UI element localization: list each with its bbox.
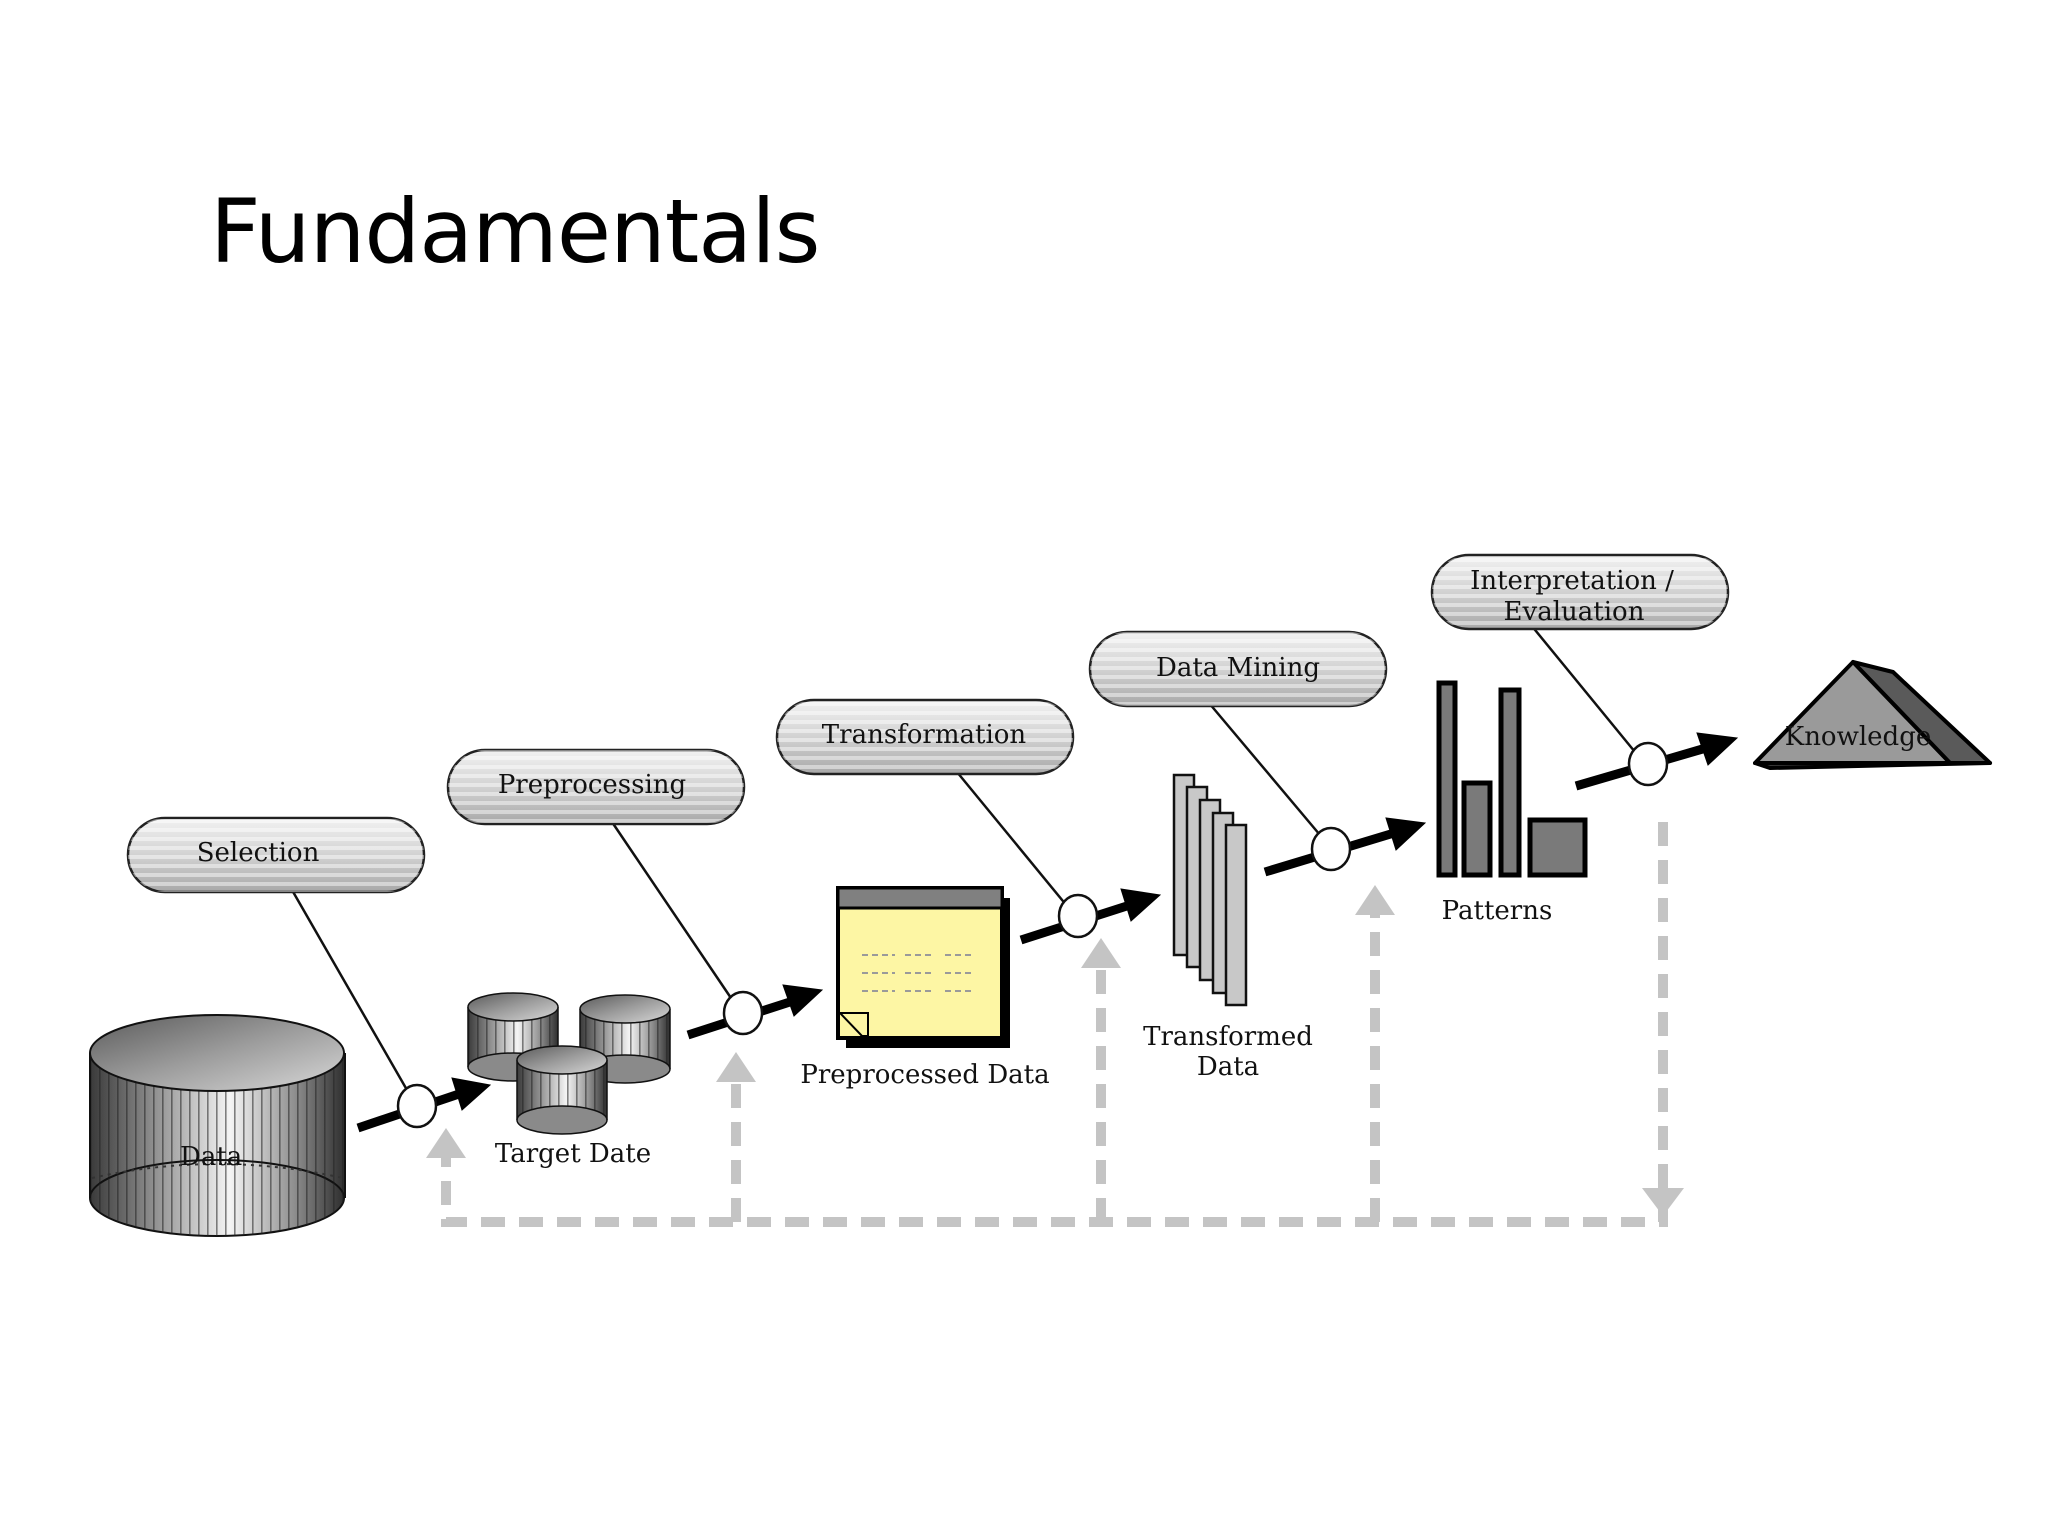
circle-interpretation — [1627, 741, 1669, 787]
flow-arrowhead-interpretation — [1696, 732, 1739, 766]
feedback-arrowhead-down — [1642, 1188, 1684, 1216]
target-data-cylinders — [467, 992, 671, 1135]
step-pill-data-mining: Data Mining — [1088, 630, 1388, 708]
preprocessed-data-note — [836, 886, 1010, 1048]
transformed-data-stack — [1172, 773, 1248, 1007]
patterns-label: Patterns — [1442, 896, 1553, 926]
feedback-arrowheads — [426, 885, 1684, 1216]
step-label-selection: Selection — [197, 838, 320, 868]
patterns-bars — [1436, 680, 1588, 878]
step-label-data-mining: Data Mining — [1156, 653, 1320, 683]
step-pill-preprocessing: Preprocessing — [446, 748, 746, 826]
knowledge-prism — [1753, 660, 1992, 770]
slide-title: Fundamentals — [210, 180, 820, 283]
step-label-preprocessing: Preprocessing — [498, 770, 686, 800]
step-label-interpretation-line1: Interpretation / — [1470, 566, 1674, 596]
target-data-label: Target Date — [495, 1139, 651, 1169]
step-pill-interpretation: Interpretation / Evaluation — [1430, 553, 1730, 631]
feedback-arrowhead-to-data — [426, 1128, 466, 1158]
transformed-data-label-line2: Data — [1197, 1052, 1259, 1082]
transformed-data-label-line1: Transformed — [1143, 1022, 1313, 1052]
step-label-transformation: Transformation — [822, 720, 1027, 750]
flow-arrowhead-transformation — [1120, 888, 1162, 922]
circle-data-mining — [1310, 826, 1352, 872]
feedback-arrowhead-to-target — [716, 1052, 756, 1082]
flow-arrowhead-preprocessing — [782, 984, 824, 1017]
feedback-arrowhead-to-transformed — [1355, 885, 1395, 915]
data-label: Data — [180, 1142, 242, 1172]
step-label-interpretation-line2: Evaluation — [1504, 597, 1645, 627]
target-cylinder-front — [516, 1045, 608, 1135]
step-connectors — [290, 624, 1636, 1091]
preprocessed-data-label: Preprocessed Data — [800, 1060, 1049, 1090]
step-pill-transformation: Transformation — [775, 698, 1075, 776]
circle-preprocessing — [722, 990, 764, 1036]
step-pill-selection: Selection — [126, 816, 426, 894]
flow-arrowhead-selection — [451, 1077, 492, 1111]
feedback-loop — [441, 822, 1668, 1227]
flow-arrowhead-data-mining — [1385, 817, 1427, 851]
feedback-arrowhead-to-preprocessed — [1081, 938, 1121, 968]
circle-transformation — [1057, 893, 1099, 939]
circle-selection — [396, 1083, 438, 1129]
knowledge-label: Knowledge — [1785, 722, 1931, 752]
data-cylinder — [89, 1014, 346, 1237]
flow-circles — [396, 741, 1669, 1129]
